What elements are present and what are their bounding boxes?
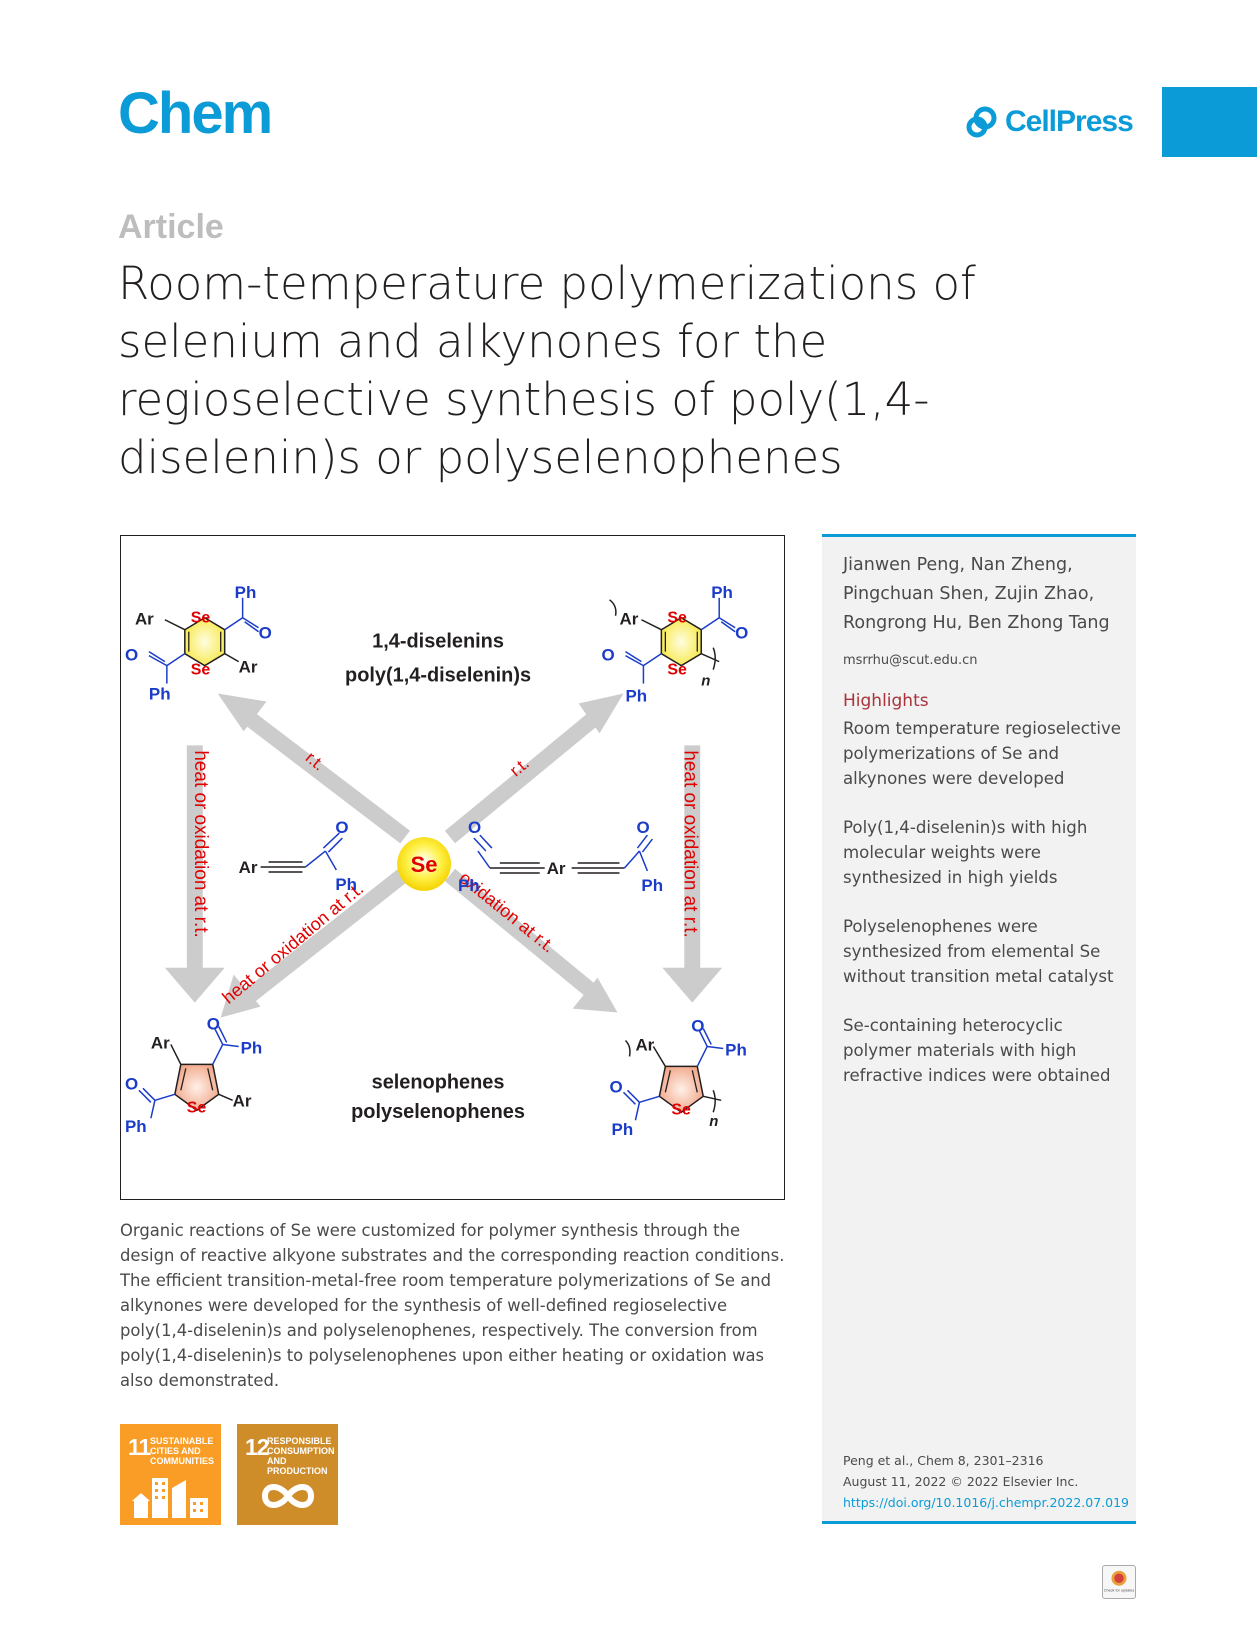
poly-diselenin-ph-top: Ph	[711, 583, 733, 602]
city-buildings-icon	[132, 1478, 208, 1518]
journal-logo: Chem	[118, 81, 273, 146]
arrow-to-bottom-right	[444, 868, 618, 1013]
monomer-ph: Ph	[335, 875, 357, 894]
poly-diselenin-o-top: O	[735, 624, 748, 643]
polyselenophene-ph-bottom: Ph	[612, 1120, 634, 1139]
polyselenophene-o-bottom: O	[610, 1077, 623, 1096]
selenophene-se: Se	[187, 1099, 207, 1116]
abstract-text: Organic reactions of Se were customized …	[120, 1221, 785, 1390]
highlights-heading: Highlights	[843, 691, 929, 711]
poly-diselenin-se-top: Se	[667, 610, 687, 627]
label-polyselenophenes: polyselenophenes	[351, 1101, 525, 1123]
sidebar-panel: Jianwen Peng, Nan Zheng, Pingchuan Shen,…	[822, 534, 1136, 1524]
diselenin-ar-bottom: Ar	[239, 658, 258, 677]
polyselenophene-se: Se	[671, 1101, 691, 1118]
arrow-label-heat-or-oxidation: heat or oxidation at r.t.	[218, 878, 367, 1007]
monomer-o: O	[335, 818, 348, 837]
polyselenophene-o-top: O	[691, 1017, 704, 1036]
diselenin-se-top: Se	[191, 610, 211, 627]
infinity-icon	[261, 1484, 315, 1508]
arrow-label-right: heat or oxidation at r.t.	[679, 750, 700, 937]
selenophene-o-top: O	[207, 1015, 220, 1034]
arrow-to-top-right	[444, 693, 624, 844]
selenophene-ar-bottom: Ar	[233, 1091, 252, 1110]
sdg-badge-12: 12 RESPONSIBLE CONSUMPTION AND PRODUCTIO…	[237, 1424, 338, 1525]
highlight-item: Se-containing heterocyclic polymer mater…	[843, 1016, 1111, 1085]
corresponding-email[interactable]: msrrhu@scut.edu.cn	[843, 653, 978, 668]
sdg-label: SUSTAINABLE CITIES AND COMMUNITIES	[150, 1436, 214, 1466]
diselenin-ph-bottom: Ph	[149, 685, 171, 704]
publisher-logo: CellPress	[965, 105, 1134, 139]
bis-monomer-o-left: O	[468, 818, 481, 837]
bis-monomer-ph-right: Ph	[641, 876, 663, 895]
reaction-scheme-svg: heat or oxidation at r.t. heat or oxidat…	[125, 583, 748, 1139]
bis-monomer-ar: Ar	[547, 859, 566, 878]
page-title: Room-temperature polymerizations of sele…	[118, 257, 976, 484]
selenophene-ph-top: Ph	[241, 1038, 263, 1057]
diselenin-se-bottom: Se	[191, 662, 211, 679]
polyselenophene-ph-top: Ph	[725, 1040, 747, 1059]
molecule-selenophene	[138, 1026, 239, 1119]
label-diselenins: 1,4-diselenins	[372, 631, 504, 653]
label-selenophenes: selenophenes	[372, 1071, 505, 1093]
polyselenophene-ar: Ar	[635, 1035, 654, 1054]
doi-link[interactable]: https://doi.org/10.1016/j.chempr.2022.07…	[843, 1495, 1129, 1510]
sdg-number: 11	[128, 1434, 151, 1460]
highlight-item: Room temperature regioselective polymeri…	[843, 719, 1122, 788]
arrow-to-bottom-left	[220, 868, 409, 1018]
selenophene-ph-bottom: Ph	[125, 1117, 147, 1136]
poly-diselenin-o-bottom: O	[602, 646, 615, 665]
poly-diselenin-se-bottom: Se	[667, 662, 687, 679]
bis-monomer-ph-left: Ph	[458, 876, 480, 895]
citation-date: August 11, 2022 © 2022 Elsevier Inc.	[843, 1474, 1079, 1489]
selenophene-ar-top: Ar	[151, 1033, 170, 1052]
citation-block: Peng et al., Chem 8, 2301–2316 August 11…	[843, 1450, 1129, 1513]
bis-monomer-o-right: O	[636, 818, 649, 837]
sdg-label: RESPONSIBLE CONSUMPTION AND PRODUCTION	[267, 1436, 335, 1476]
poly-diselenin-ar: Ar	[619, 610, 638, 629]
highlights-list: Room temperature regioselective polymeri…	[843, 716, 1128, 1112]
monomer-ar: Ar	[239, 858, 258, 877]
arrow-right-vertical	[662, 745, 723, 1003]
molecule-poly-diselenin	[609, 597, 736, 684]
cellpress-logo-icon	[966, 106, 997, 138]
corner-tab	[1162, 87, 1257, 157]
label-poly-diselenins: poly(1,4-diselenin)s	[345, 665, 531, 687]
monomer-bis-alkynone	[473, 834, 653, 874]
sdg-number: 12	[245, 1434, 270, 1460]
selenium-center: Se	[397, 837, 452, 891]
molecule-diselenin	[148, 597, 260, 684]
publisher-name: CellPress	[1005, 105, 1134, 138]
diselenin-o-bottom: O	[125, 646, 138, 665]
diselenin-ph-top: Ph	[235, 583, 257, 602]
check-for-updates-label: Check for updates	[1104, 1588, 1135, 1592]
poly-diselenin-ph-bottom: Ph	[625, 687, 647, 706]
sdg-badge-11: 11 SUSTAINABLE CITIES AND COMMUNITIES	[120, 1424, 221, 1525]
poly-diselenin-n: n	[701, 673, 710, 690]
monomer-alkynone	[260, 832, 343, 873]
graphical-abstract: heat or oxidation at r.t. heat or oxidat…	[120, 535, 785, 1200]
highlight-item: Polyselenophenes were synthesized from e…	[843, 917, 1114, 986]
polyselenophene-n: n	[709, 1113, 718, 1130]
check-for-updates-icon: Check for updates	[1104, 1570, 1135, 1592]
selenium-label: Se	[411, 852, 438, 877]
article-type: Article	[118, 208, 224, 246]
citation-journal: Peng et al., Chem 8, 2301–2316	[843, 1453, 1044, 1468]
molecule-polyselenophene	[622, 1028, 724, 1121]
author-list: Jianwen Peng, Nan Zheng, Pingchuan Shen,…	[843, 555, 1110, 633]
diselenin-o-top: O	[259, 624, 272, 643]
diselenin-ar-top: Ar	[135, 610, 154, 629]
arrow-label-left: heat or oxidation at r.t.	[190, 750, 211, 937]
highlight-item: Poly(1,4-diselenin)s with high molecular…	[843, 818, 1088, 887]
selenophene-o-bottom: O	[125, 1074, 138, 1093]
check-for-updates-button[interactable]: Check for updates	[1102, 1565, 1136, 1599]
arrow-to-top-left	[217, 693, 410, 844]
arrow-left-vertical	[164, 745, 225, 1003]
